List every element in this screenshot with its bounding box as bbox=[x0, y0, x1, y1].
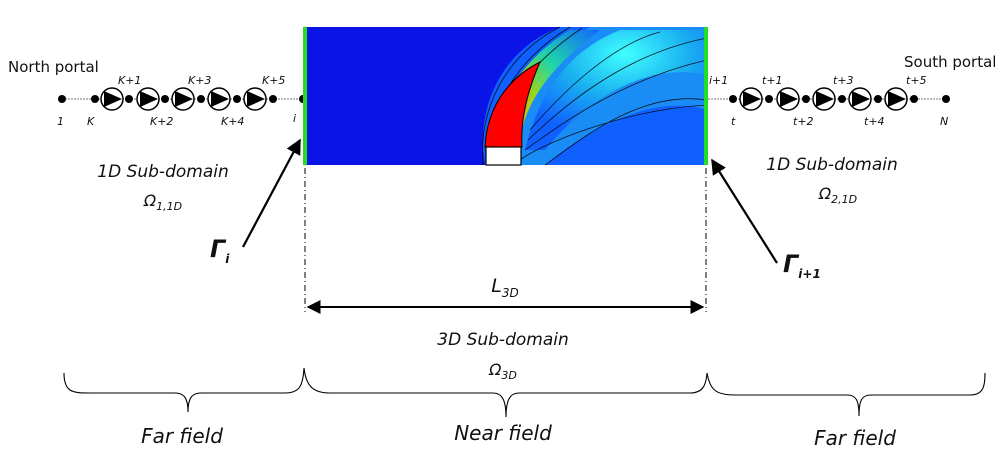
node-label: K+4 bbox=[221, 115, 244, 128]
right-subdomain-title: 1D Sub-domain bbox=[766, 155, 897, 175]
fan-icon bbox=[171, 87, 195, 111]
field-label-left: Far field bbox=[141, 424, 223, 448]
vehicle-obstacle bbox=[485, 146, 522, 166]
left-subdomain-symbol: Ω1,1D bbox=[143, 191, 182, 213]
interface-arrow-left bbox=[242, 138, 301, 248]
south-portal-label: South portal bbox=[904, 53, 996, 71]
node-label: i+1 bbox=[709, 74, 728, 87]
node-label: i bbox=[293, 112, 296, 125]
fan-icon bbox=[243, 87, 267, 111]
node-k bbox=[91, 95, 99, 103]
left-1d-network: K+1 K+3 K+5 1 K K+2 K+4 i bbox=[57, 74, 307, 128]
center-subdomain-symbol: Ω3D bbox=[488, 360, 517, 382]
node-label: t+4 bbox=[864, 115, 885, 128]
node-label: N bbox=[940, 115, 948, 128]
fan-icon bbox=[776, 87, 800, 111]
node-label: K+2 bbox=[150, 115, 173, 128]
fan-icon bbox=[100, 87, 124, 111]
node-label: K+3 bbox=[188, 74, 211, 87]
fire-source-region bbox=[484, 60, 542, 148]
brace-right bbox=[706, 372, 986, 417]
interface-boundary-right bbox=[704, 27, 708, 165]
fan-icon bbox=[739, 87, 763, 111]
interface-boundary-left bbox=[303, 27, 307, 165]
center-subdomain-title: 3D Sub-domain bbox=[437, 330, 568, 350]
fan-icon bbox=[812, 87, 836, 111]
fan-icon bbox=[884, 87, 908, 111]
left-subdomain-title: 1D Sub-domain bbox=[97, 162, 228, 182]
interface-label-right: Γi+1 bbox=[783, 250, 821, 281]
node-n bbox=[942, 95, 950, 103]
node-label: t+2 bbox=[793, 115, 814, 128]
right-subdomain-symbol: Ω2,1D bbox=[818, 184, 857, 206]
node-label: t bbox=[731, 115, 736, 128]
length-label: L3D bbox=[491, 275, 518, 300]
node-label: K+5 bbox=[262, 74, 285, 87]
fan-icon bbox=[136, 87, 160, 111]
brace-center bbox=[303, 367, 708, 418]
3d-contour-plot bbox=[303, 26, 708, 166]
field-label-right: Far field bbox=[814, 426, 896, 450]
node-label: t+5 bbox=[906, 74, 927, 87]
fan-icon bbox=[207, 87, 231, 111]
node-t bbox=[729, 95, 737, 103]
north-portal-label: North portal bbox=[8, 58, 99, 76]
node-label: t+1 bbox=[762, 74, 783, 87]
interface-label-left: Γi bbox=[210, 235, 230, 266]
node-label: t+3 bbox=[833, 74, 854, 87]
node-label: 1 bbox=[57, 115, 64, 128]
interface-arrow-right bbox=[711, 158, 778, 264]
fan-icon bbox=[848, 87, 872, 111]
node-label: K bbox=[87, 115, 95, 128]
field-label-center: Near field bbox=[454, 421, 552, 445]
brace-left bbox=[63, 367, 305, 413]
node-1 bbox=[58, 95, 66, 103]
right-1d-network: i+1 t+1 t+3 t+5 t t+2 t+4 N bbox=[700, 74, 950, 128]
node-label: K+1 bbox=[118, 74, 141, 87]
